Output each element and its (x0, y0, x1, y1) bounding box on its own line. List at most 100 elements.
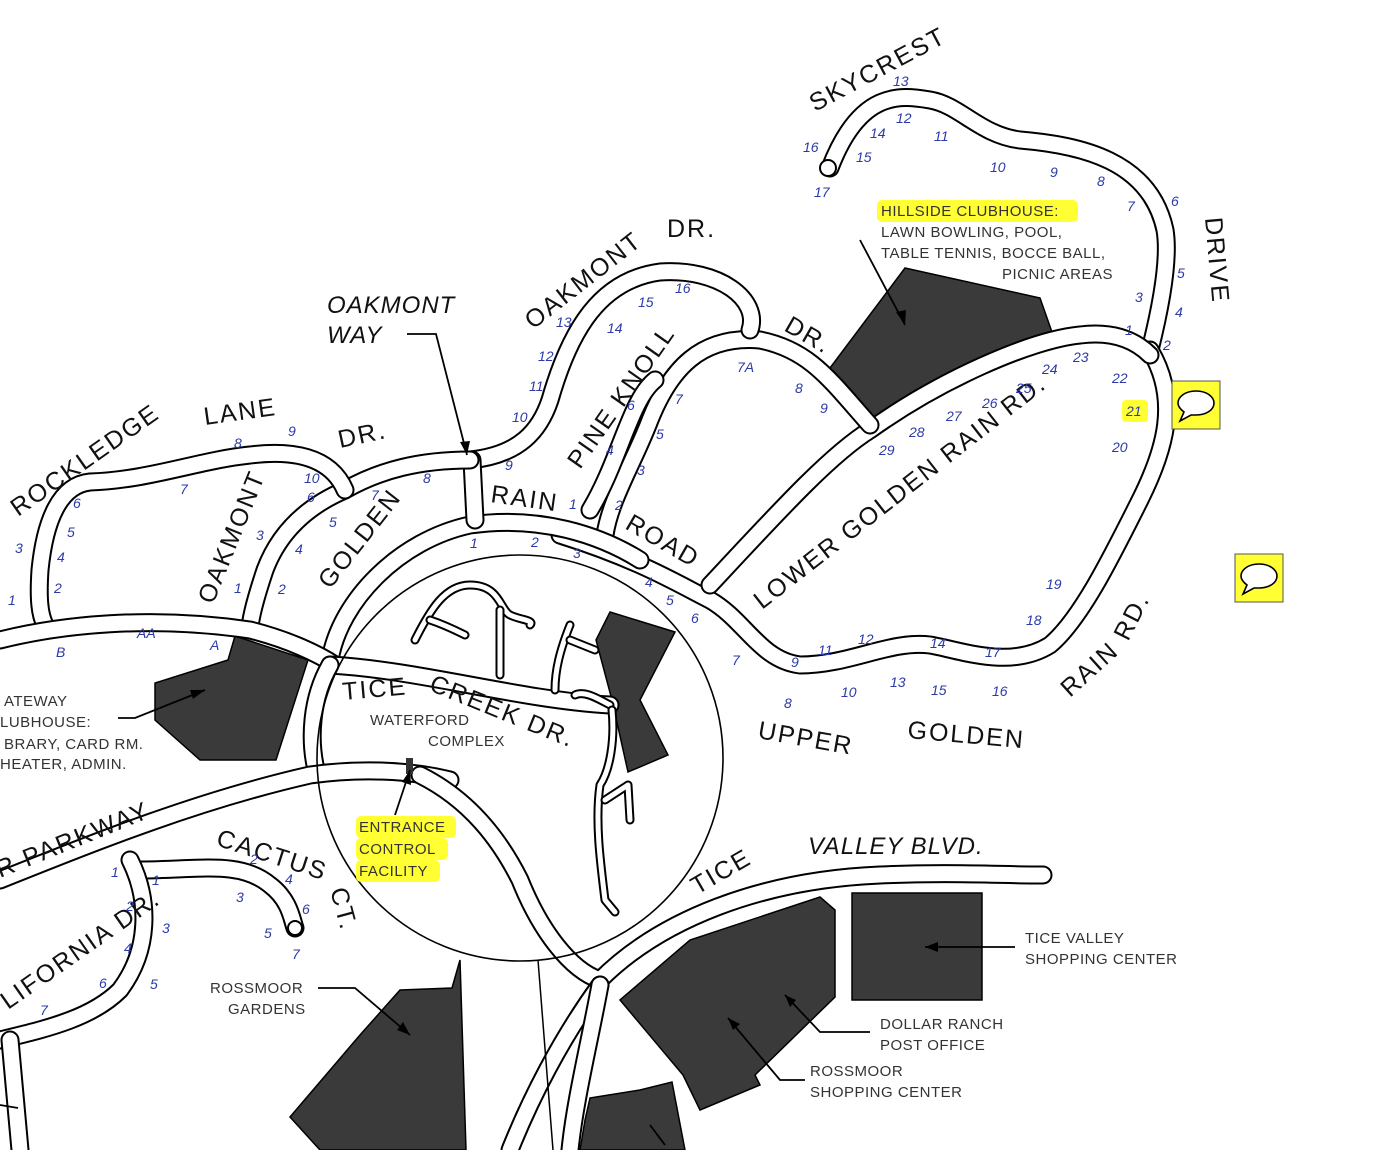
lot-number: 1 (1125, 322, 1133, 338)
lot-number: 23 (1072, 349, 1089, 365)
lot-number: 22 (1111, 370, 1128, 386)
lot-number: 3 (236, 889, 244, 905)
street-rockledge-dr: DR. (335, 416, 389, 454)
buildings (154, 267, 1054, 1150)
lot-number: 13 (893, 73, 909, 89)
lot-number: 2 (125, 898, 134, 914)
lot-number: 3 (15, 540, 23, 556)
rossmoor-sc-line2: SHOPPING CENTER (810, 1084, 963, 1101)
lot-number: 14 (607, 320, 623, 336)
entrance-line1: ENTRANCE (359, 819, 446, 836)
lot-number: 15 (931, 682, 947, 698)
street-rd-upper: RD. (1108, 588, 1155, 644)
lot-number: 11 (529, 378, 544, 394)
lot-number: 1 (470, 535, 478, 551)
lot-number: 13 (890, 674, 906, 690)
street-rockledge: ROCKLEDGE (5, 399, 164, 522)
lot-number: 2 (614, 497, 623, 513)
lot-number: 14 (870, 125, 886, 141)
lot-number: 17 (985, 644, 1002, 660)
lot-number: 3 (256, 527, 264, 543)
lot-number: 8 (795, 380, 803, 396)
lot-number: 20 (1111, 439, 1128, 455)
lot-number: 6 (627, 397, 635, 413)
lot-number: 6 (691, 610, 699, 626)
lot-number: 5 (656, 426, 664, 442)
street-ct: CT. (324, 884, 362, 933)
lot-number: 7A (737, 359, 754, 375)
street-rain: RAIN (489, 480, 560, 517)
lot-number: 24 (1041, 361, 1058, 377)
entrance-line2: CONTROL (359, 841, 436, 858)
street-rain-upper: RAIN (1055, 636, 1124, 702)
lot-number: 7 (292, 946, 301, 962)
lot-number: 9 (820, 400, 828, 416)
street-upper: UPPER (756, 716, 856, 760)
lot-21-highlight (1122, 400, 1148, 422)
lot-number: 16 (675, 280, 691, 296)
lot-number: 4 (285, 871, 293, 887)
dollar-ranch-line2: POST OFFICE (880, 1037, 985, 1054)
lot-number: 21 (1125, 403, 1142, 419)
lot-number: AA (136, 625, 156, 641)
lot-number: 17 (814, 184, 831, 200)
lot-number: 25 (1015, 380, 1032, 396)
rossmoor-gardens-building (289, 959, 467, 1150)
lot-number: 3 (573, 545, 581, 561)
street-drive: DRIVE (1199, 216, 1234, 305)
tice-valley-sc-line2: SHOPPING CENTER (1025, 951, 1178, 968)
lot-number: 4 (124, 940, 132, 956)
roads (0, 88, 1177, 1150)
street-oakmont-dr-suffix: DR. (667, 215, 716, 243)
lot-number: 10 (841, 684, 857, 700)
lot-number: 29 (878, 442, 895, 458)
lot-number: 12 (538, 348, 554, 364)
hillside-line3: PICNIC AREAS (1002, 266, 1113, 283)
lot-number: 4 (1175, 304, 1183, 320)
street-oakmont-way-1: OAKMONT (327, 292, 457, 319)
entrance-gate (406, 758, 413, 774)
lot-number: 2 (277, 581, 286, 597)
lot-number: 15 (856, 149, 872, 165)
lot-number: 1 (152, 872, 160, 888)
waterford-line2: COMPLEX (428, 733, 505, 750)
lot-number: 9 (288, 423, 296, 439)
lot-number: 5 (150, 976, 158, 992)
lot-number: 1 (234, 580, 242, 596)
lot-number: 6 (99, 975, 107, 991)
entrance-highlight-2 (356, 838, 448, 860)
street-lane: LANE (202, 393, 278, 431)
entrance-line3: FACILITY (359, 863, 428, 880)
lot-number: A (209, 637, 219, 653)
speech-bubble-icon[interactable] (1234, 553, 1284, 603)
skycrest-culdesac (819, 159, 837, 177)
lot-number: 5 (329, 514, 337, 530)
gateway-line4: HEATER, ADMIN. (0, 756, 127, 773)
lot-number: 14 (930, 635, 946, 651)
lot-number: 19 (1046, 576, 1062, 592)
lot-number: 8 (423, 470, 431, 486)
speech-bubble-icon[interactable] (1171, 380, 1221, 430)
lot-number: 16 (992, 683, 1008, 699)
lot-number: 10 (990, 159, 1006, 175)
entrance-highlight-1 (356, 816, 456, 838)
rossmoor-sc-line1: ROSSMOOR (810, 1063, 903, 1080)
street-tice-creek: TICE (341, 672, 408, 706)
street-valley-blvd: VALLEY BLVD. (808, 833, 984, 860)
lot-number: 9 (1050, 164, 1058, 180)
lot-number: 5 (666, 592, 674, 608)
lot-number: 1 (569, 496, 577, 512)
leader-arrows (0, 239, 1015, 1146)
lot-number: 6 (1171, 193, 1179, 209)
tice-valley-shopping-center-building (851, 892, 983, 1001)
lot-number: 6 (302, 901, 310, 917)
lot-number: 2 (249, 851, 258, 867)
lot-number: 5 (264, 925, 272, 941)
hillside-title: HILLSIDE CLUBHOUSE: (881, 203, 1059, 220)
lot-number: 7 (732, 652, 741, 668)
lot-number: 16 (803, 139, 819, 155)
lot-number: 8 (234, 435, 242, 451)
lot-number: 4 (57, 549, 65, 565)
gateway-line2: LUBHOUSE: (0, 714, 91, 731)
lot-number: 9 (505, 457, 513, 473)
